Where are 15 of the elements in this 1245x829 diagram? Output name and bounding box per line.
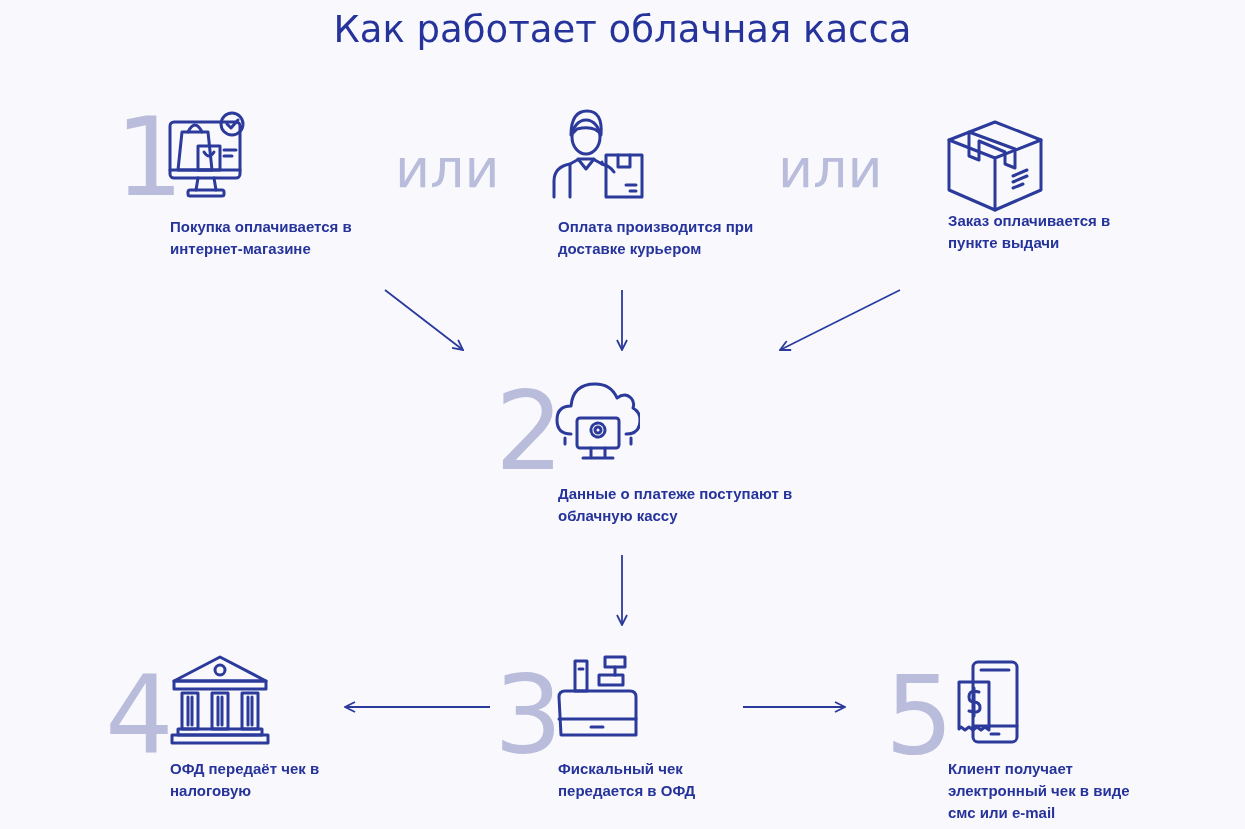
step-description: Оплата производится при доставке курьером [558,217,755,259]
step-number: 1 [115,104,184,212]
arrow [344,701,491,713]
step-description: Заказ оплачивается в пункте выдачи [948,211,1112,253]
arrow [779,289,901,351]
arrow [616,554,628,626]
arrow [384,289,464,351]
step-description: Данные о платеже поступают в облачную кассу [558,484,794,526]
step-description: Покупка оплачивается в интернет-магазине [170,217,353,259]
or-word: или [395,142,500,196]
diagram-title: Как работает облачная касса [333,8,912,51]
or-word: или [778,142,883,196]
arrow [742,701,846,713]
arrow [616,289,628,351]
step-number: 2 [495,378,564,486]
